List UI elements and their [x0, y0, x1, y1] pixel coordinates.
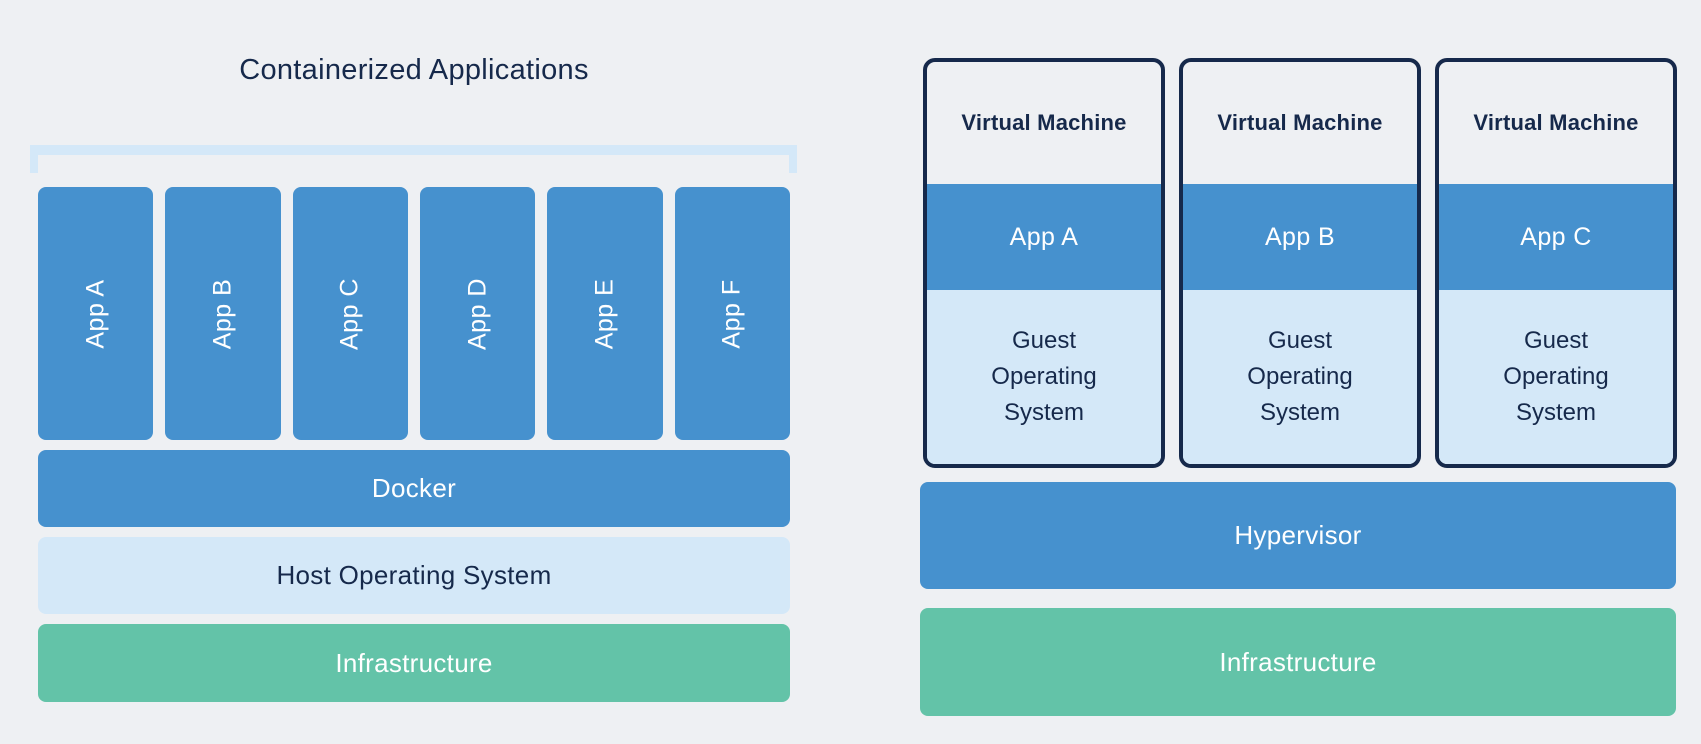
vm-1-guest-os-layer: Guest Operating System	[927, 290, 1161, 464]
hypervisor-layer: Hypervisor	[920, 482, 1676, 589]
virtual-machines-row: Virtual Machine App A Guest Operating Sy…	[923, 58, 1677, 468]
vm-2-guest-os-layer: Guest Operating System	[1183, 290, 1417, 464]
container-app-a: App A	[38, 187, 154, 440]
container-app-a-label: App A	[81, 278, 110, 349]
container-app-c-label: App C	[335, 277, 364, 350]
container-app-c: App C	[292, 187, 408, 440]
vm-1-guest-os-label: Guest Operating System	[991, 327, 1097, 426]
infrastructure-layer-right: Infrastructure	[920, 608, 1676, 716]
vm-3-app-layer: App C	[1439, 184, 1673, 290]
vm-3-guest-os-label: Guest Operating System	[1503, 327, 1609, 426]
vm-1-app-layer: App A	[927, 184, 1161, 290]
virtual-machine-1-title: Virtual Machine	[961, 110, 1127, 135]
container-app-e: App E	[547, 187, 663, 440]
container-apps-row: App A App B App C App D App E App F	[38, 187, 790, 440]
infrastructure-layer-left: Infrastructure	[38, 624, 790, 702]
container-app-b-label: App B	[208, 278, 237, 349]
container-app-b: App B	[165, 187, 281, 440]
virtual-machine-box-3: Virtual Machine App C Guest Operating Sy…	[1435, 58, 1677, 468]
vm-2-guest-os-label: Guest Operating System	[1247, 327, 1353, 426]
vm-3-guest-os-layer: Guest Operating System	[1439, 290, 1673, 464]
container-app-d-label: App D	[463, 277, 492, 350]
apps-group-bracket	[30, 145, 797, 173]
virtual-machine-box-1: Virtual Machine App A Guest Operating Sy…	[923, 58, 1165, 468]
container-app-e-label: App E	[590, 278, 619, 349]
virtual-machine-3-title: Virtual Machine	[1473, 110, 1639, 135]
container-app-d: App D	[419, 187, 536, 440]
docker-layer: Docker	[38, 450, 790, 527]
container-app-f-label: App F	[717, 278, 746, 349]
vm-2-app-layer: App B	[1183, 184, 1417, 290]
virtual-machine-2-title: Virtual Machine	[1217, 110, 1383, 135]
containerized-applications-title: Containerized Applications	[239, 54, 589, 86]
container-app-f: App F	[674, 187, 790, 440]
host-operating-system-layer: Host Operating System	[38, 537, 790, 614]
virtual-machine-box-2: Virtual Machine App B Guest Operating Sy…	[1179, 58, 1421, 468]
